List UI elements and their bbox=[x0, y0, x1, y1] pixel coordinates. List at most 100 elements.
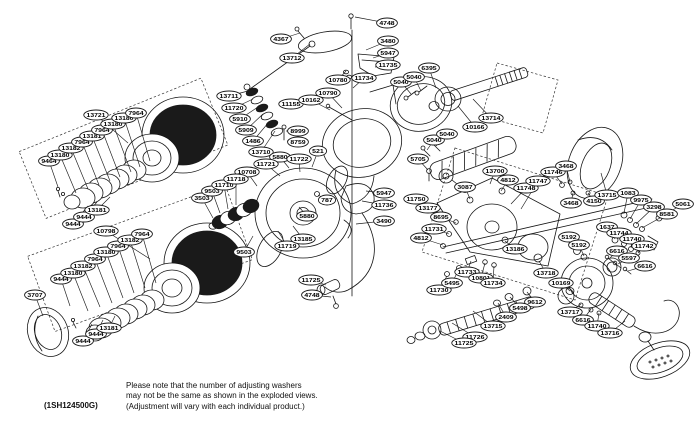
svg-text:9444: 9444 bbox=[65, 222, 81, 228]
part-label: 3468 bbox=[560, 197, 582, 209]
note-line: Please note that the number of adjusting… bbox=[126, 381, 302, 390]
leader-line bbox=[101, 129, 121, 178]
part-label: 4812 bbox=[497, 174, 519, 186]
part-label: 5910 bbox=[229, 113, 251, 125]
part-label: 11750 bbox=[403, 193, 429, 205]
svg-text:3707: 3707 bbox=[27, 293, 42, 299]
svg-text:9444: 9444 bbox=[75, 339, 91, 345]
svg-text:5040: 5040 bbox=[426, 138, 441, 144]
part-label: 5040 bbox=[403, 71, 425, 83]
svg-text:9503: 9503 bbox=[204, 189, 219, 195]
part-label: 13711 bbox=[216, 90, 242, 102]
svg-text:8999: 8999 bbox=[290, 129, 305, 135]
svg-text:3490: 3490 bbox=[376, 219, 391, 225]
svg-text:8759: 8759 bbox=[290, 140, 305, 146]
svg-text:4367: 4367 bbox=[273, 37, 288, 43]
svg-text:9975: 9975 bbox=[633, 198, 648, 204]
part-label: 5498 bbox=[509, 302, 531, 314]
svg-text:11720: 11720 bbox=[225, 106, 244, 112]
leader-line bbox=[59, 154, 77, 194]
part-label: 11719 bbox=[274, 240, 300, 252]
part-label: 8999 bbox=[287, 125, 309, 137]
part-label: 5040 bbox=[436, 128, 458, 140]
svg-text:5705: 5705 bbox=[410, 157, 425, 163]
svg-text:5061: 5061 bbox=[675, 202, 690, 208]
part-label: 10162 bbox=[298, 94, 324, 106]
part-label: 9975 bbox=[630, 194, 652, 206]
part-label: 521 bbox=[308, 145, 328, 157]
part-label: 11725 bbox=[451, 337, 477, 349]
svg-text:13712: 13712 bbox=[283, 56, 302, 62]
svg-text:13715: 13715 bbox=[598, 193, 617, 199]
worm-shaft-assembly bbox=[406, 253, 543, 344]
gearbox-assembly bbox=[420, 136, 656, 267]
leader-line bbox=[135, 112, 151, 162]
svg-text:11734: 11734 bbox=[355, 76, 375, 82]
svg-text:3468: 3468 bbox=[563, 201, 578, 207]
schematic-code: (1SH124500G) bbox=[44, 401, 98, 410]
svg-text:5040: 5040 bbox=[393, 80, 408, 86]
svg-text:10780: 10780 bbox=[329, 78, 348, 84]
spool-assembly-bottom bbox=[71, 222, 251, 342]
svg-text:5192: 5192 bbox=[561, 235, 576, 241]
part-label: 7964 bbox=[131, 228, 153, 240]
part-label: 9444 bbox=[73, 211, 95, 223]
svg-text:4812: 4812 bbox=[413, 236, 428, 242]
svg-text:3480: 3480 bbox=[380, 39, 395, 45]
svg-text:3468: 3468 bbox=[558, 164, 573, 170]
leader-line bbox=[117, 245, 135, 294]
svg-text:13181: 13181 bbox=[83, 134, 102, 140]
part-label: 13186 bbox=[502, 243, 528, 255]
leader-line bbox=[105, 251, 124, 299]
part-label: 13712 bbox=[279, 52, 305, 64]
svg-text:13717: 13717 bbox=[561, 310, 580, 316]
svg-text:6616: 6616 bbox=[609, 249, 624, 255]
part-label: 5705 bbox=[407, 153, 429, 165]
part-label: 5947 bbox=[377, 47, 399, 59]
svg-text:8695: 8695 bbox=[433, 215, 448, 221]
svg-text:10790: 10790 bbox=[319, 91, 338, 97]
part-label: 13714 bbox=[478, 112, 504, 124]
svg-text:13180: 13180 bbox=[51, 153, 70, 159]
svg-text:11722: 11722 bbox=[290, 157, 309, 163]
svg-text:5040: 5040 bbox=[406, 75, 421, 81]
part-label: 3298 bbox=[643, 201, 665, 213]
svg-text:5498: 5498 bbox=[512, 306, 527, 312]
svg-text:10708: 10708 bbox=[238, 170, 257, 176]
part-label: 11725 bbox=[298, 274, 324, 286]
svg-text:10801: 10801 bbox=[472, 276, 491, 282]
part-label: 10780 bbox=[325, 74, 351, 86]
svg-text:13711: 13711 bbox=[220, 94, 239, 100]
svg-text:6616: 6616 bbox=[575, 318, 590, 324]
leader-line bbox=[123, 117, 141, 168]
svg-text:11730: 11730 bbox=[430, 288, 449, 294]
svg-text:11746: 11746 bbox=[544, 170, 563, 176]
svg-text:13182: 13182 bbox=[74, 264, 93, 270]
part-label: 11731 bbox=[421, 223, 447, 235]
leader-line bbox=[94, 258, 113, 304]
svg-text:5947: 5947 bbox=[376, 191, 391, 197]
svg-text:1083: 1083 bbox=[620, 191, 635, 197]
part-label: 8695 bbox=[430, 211, 452, 223]
svg-text:11744: 11744 bbox=[610, 231, 630, 237]
svg-text:4150: 4150 bbox=[586, 199, 601, 205]
part-label: 8759 bbox=[287, 136, 309, 148]
svg-text:13186: 13186 bbox=[506, 247, 525, 253]
svg-text:11731: 11731 bbox=[425, 227, 444, 233]
part-label: 13185 bbox=[290, 233, 316, 245]
part-label: 10169 bbox=[548, 277, 574, 289]
svg-text:7964: 7964 bbox=[134, 232, 150, 238]
svg-text:13710: 13710 bbox=[252, 150, 271, 156]
svg-text:11750: 11750 bbox=[407, 197, 426, 203]
svg-text:5909: 5909 bbox=[238, 128, 253, 134]
part-label: 3490 bbox=[373, 215, 395, 227]
svg-text:8581: 8581 bbox=[659, 212, 674, 218]
svg-text:1637: 1637 bbox=[599, 225, 614, 231]
part-label: 13716 bbox=[597, 327, 623, 339]
svg-text:13181: 13181 bbox=[88, 208, 107, 214]
svg-text:5495: 5495 bbox=[444, 281, 459, 287]
note-line: may not be the same as shown in the expl… bbox=[126, 391, 318, 401]
part-label: 9503 bbox=[233, 246, 255, 258]
svg-text:4748: 4748 bbox=[379, 21, 394, 27]
part-label: 13717 bbox=[557, 306, 583, 318]
